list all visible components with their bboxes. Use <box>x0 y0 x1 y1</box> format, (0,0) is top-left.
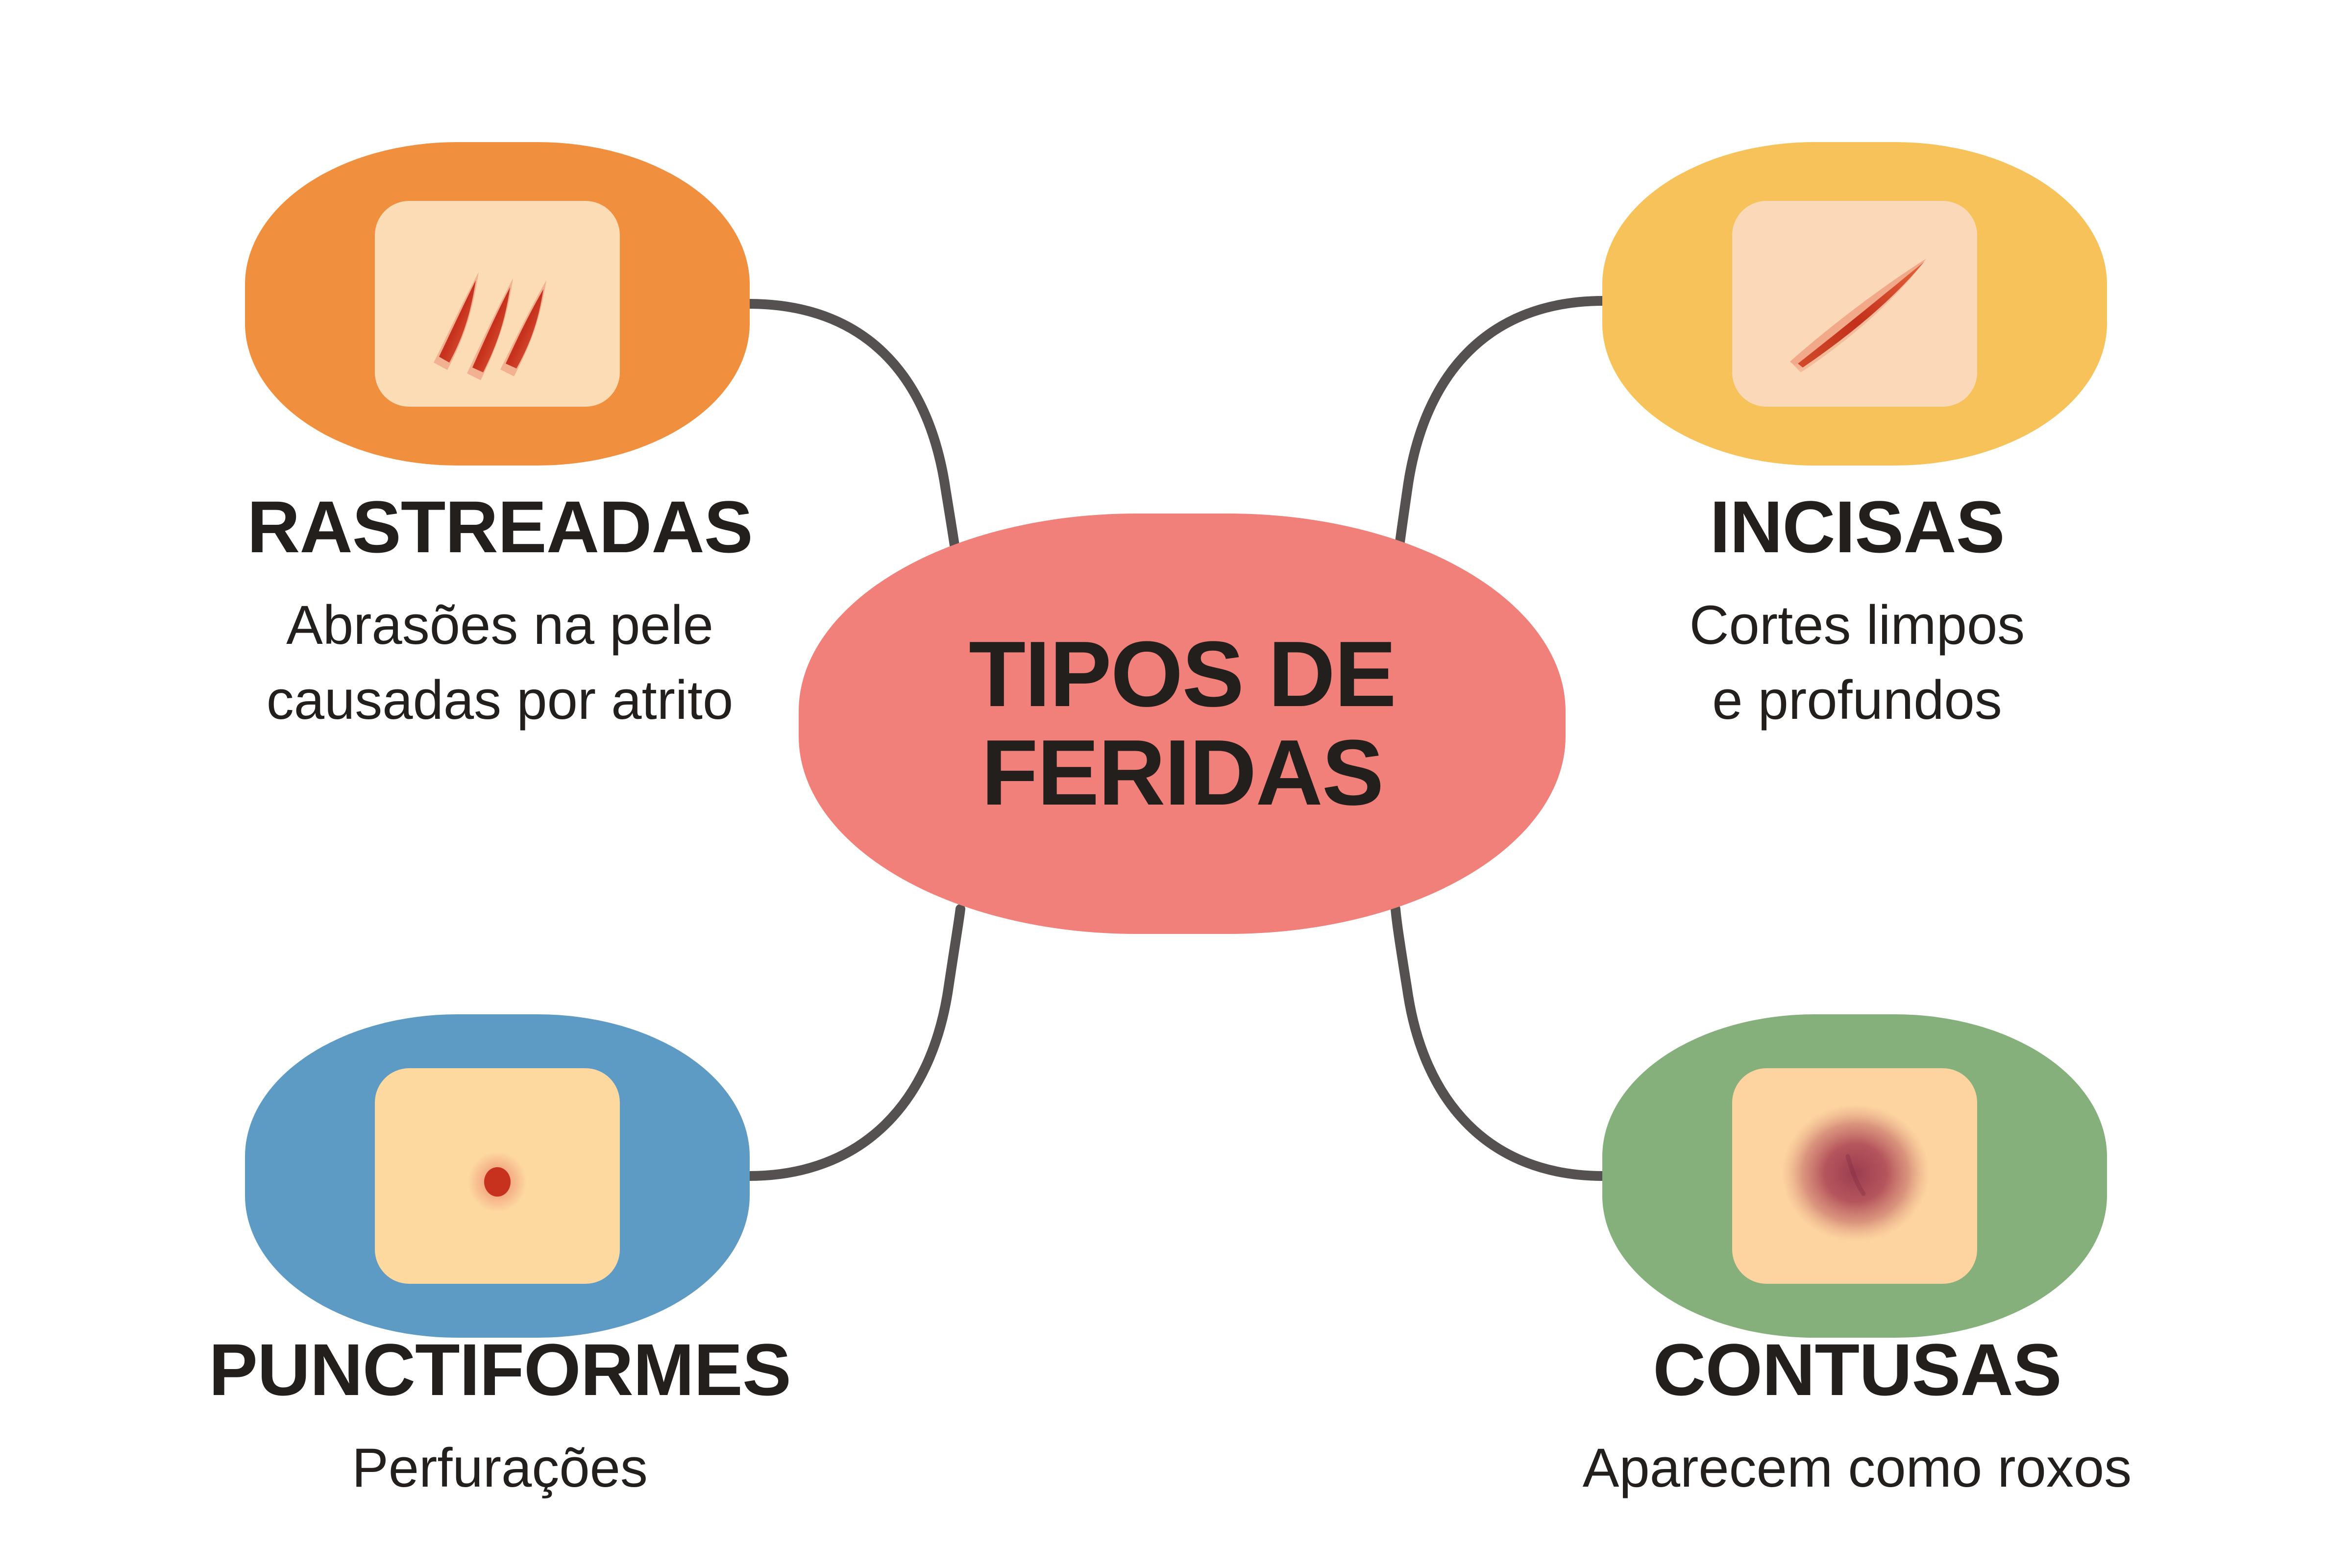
connector-punctiformes <box>744 904 965 1181</box>
label-block-contusas: CONTUSAS Aparecem como roxos <box>1480 1333 2234 1502</box>
node-desc-incisas-line1: Cortes limpos <box>1689 594 2025 656</box>
node-desc-rastreadas-line1: Abrasões na pele <box>286 594 713 656</box>
incision-wound-icon <box>1790 259 1926 372</box>
node-title-contusas: CONTUSAS <box>1653 1328 2062 1411</box>
label-block-incisas: INCISAS Cortes limpos e profundos <box>1509 490 2205 734</box>
node-desc-rastreadas-line2: causadas por atrito <box>266 669 734 731</box>
scratch-wound-icon <box>434 272 546 380</box>
skin-panel-punctiformes <box>375 1068 620 1284</box>
bruise-wound-icon <box>1782 1104 1929 1242</box>
node-title-punctiformes: PUNCTIFORMES <box>209 1328 791 1411</box>
node-punctiformes[interactable] <box>245 1014 750 1338</box>
node-desc-incisas-line2: e profundos <box>1712 669 2002 731</box>
node-desc-contusas-line1: Aparecem como roxos <box>1582 1437 2132 1498</box>
label-block-rastreadas: RASTREADAS Abrasões na pele causadas por… <box>152 490 848 734</box>
node-contusas[interactable] <box>1602 1014 2107 1338</box>
skin-panel-contusas <box>1732 1068 1977 1284</box>
connector-contusas <box>1391 904 1608 1181</box>
label-block-punctiformes: PUNCTIFORMES Perfurações <box>137 1333 862 1502</box>
center-node[interactable]: TIPOS DE FERIDAS <box>799 514 1566 934</box>
skin-panel-rastreadas <box>375 201 620 407</box>
node-rastreadas[interactable] <box>245 142 750 466</box>
center-title-line2: FERIDAS <box>981 721 1384 825</box>
skin-panel-incisas <box>1732 201 1977 407</box>
node-desc-punctiformes-line1: Perfurações <box>352 1437 648 1498</box>
node-title-incisas: INCISAS <box>1710 486 2005 568</box>
node-incisas[interactable] <box>1602 142 2107 466</box>
page-title: TIPOS DE FERIDAS <box>799 514 1566 934</box>
puncture-wound-icon <box>468 1152 527 1212</box>
node-title-rastreadas: RASTREADAS <box>247 486 753 568</box>
center-title-line1: TIPOS DE <box>969 622 1396 726</box>
center-node-blob <box>799 514 1566 934</box>
